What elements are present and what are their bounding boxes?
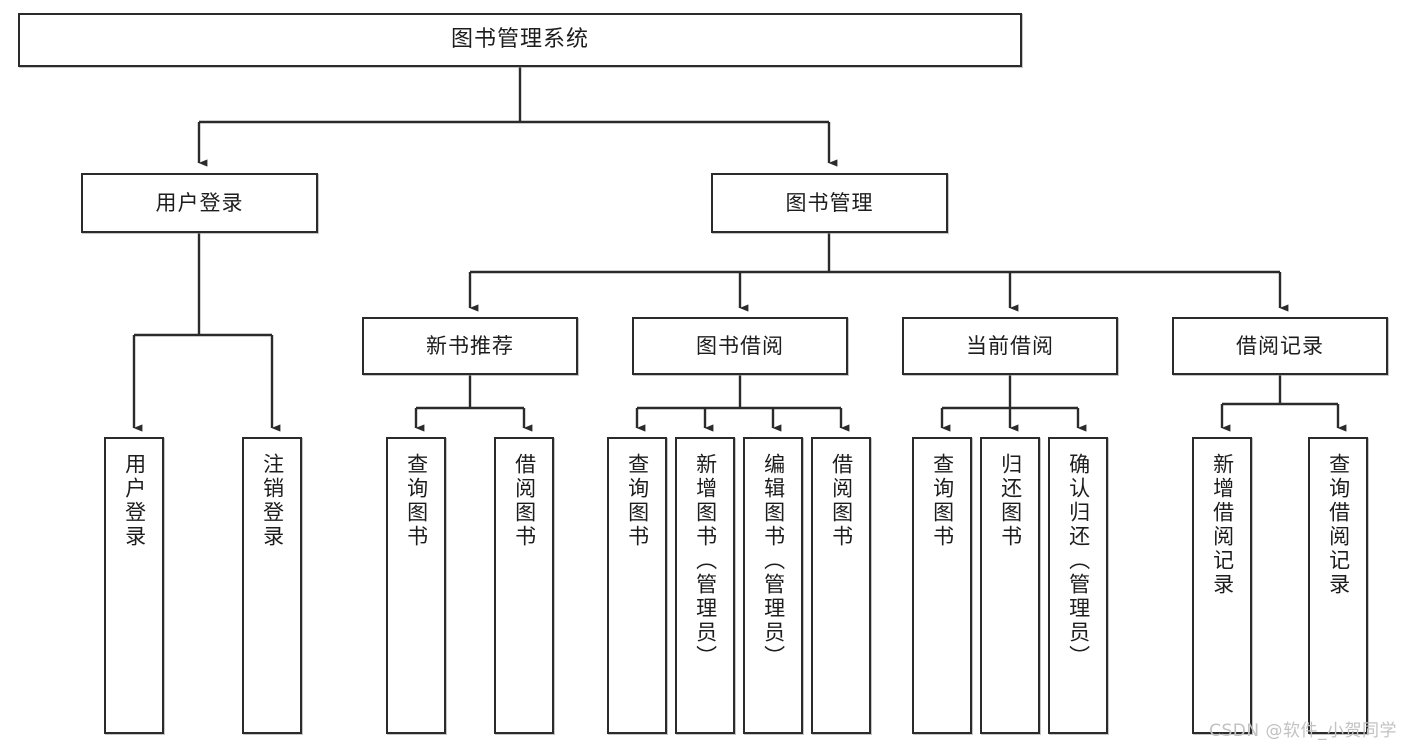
node-book-management[interactable]: 图书管理: [711, 173, 948, 233]
watermark-text: CSDN @软件_小贺同学: [1209, 721, 1397, 741]
node-label: 新增借阅记录: [1210, 453, 1235, 597]
node-borrow-record[interactable]: 借阅记录: [1172, 317, 1388, 375]
leaf-borrow-record-add-record[interactable]: 新增借阅记录: [1192, 437, 1252, 734]
node-label: 查询图书: [404, 453, 429, 549]
leaf-current-borrow-query-book[interactable]: 查询图书: [912, 437, 972, 734]
leaf-book-borrow-borrow-book[interactable]: 借阅图书: [811, 437, 871, 734]
node-label: 用户登录: [122, 453, 147, 549]
leaf-book-borrow-add-book-admin[interactable]: 新增图书（管理员）: [675, 437, 735, 734]
node-book-borrow[interactable]: 图书借阅: [632, 317, 848, 375]
leaf-current-borrow-confirm-return-admin[interactable]: 确认归还（管理员）: [1048, 437, 1108, 734]
node-label: 查询图书: [930, 453, 955, 549]
node-label: 查询借阅记录: [1326, 453, 1351, 597]
node-label: 新书推荐: [426, 333, 514, 358]
node-label: 借阅图书: [512, 453, 537, 549]
node-label: 当前借阅: [966, 333, 1054, 358]
node-user-login[interactable]: 用户登录: [81, 173, 318, 233]
node-label: 用户登录: [155, 190, 244, 215]
leaf-new-book-query-book[interactable]: 查询图书: [386, 437, 446, 734]
node-label: 编辑图书（管理员）: [761, 453, 786, 669]
node-root-book-management-system[interactable]: 图书管理系统: [18, 13, 1022, 67]
node-label: 查询图书: [625, 453, 650, 549]
node-label: 注销登录: [260, 453, 285, 549]
node-label: 确认归还（管理员）: [1066, 453, 1091, 669]
node-label: 借阅记录: [1236, 333, 1324, 358]
leaf-borrow-record-query-record[interactable]: 查询借阅记录: [1308, 437, 1368, 734]
leaf-user-login-logout[interactable]: 注销登录: [242, 437, 302, 734]
leaf-new-book-borrow-book[interactable]: 借阅图书: [494, 437, 554, 734]
node-label: 图书管理系统: [450, 27, 589, 53]
node-label: 归还图书: [998, 453, 1023, 549]
node-label: 图书借阅: [696, 333, 784, 358]
node-label: 图书管理: [785, 190, 874, 215]
node-current-borrow[interactable]: 当前借阅: [902, 317, 1118, 375]
node-label: 新增图书（管理员）: [693, 453, 718, 669]
leaf-book-borrow-query-book[interactable]: 查询图书: [607, 437, 667, 734]
leaf-current-borrow-return-book[interactable]: 归还图书: [980, 437, 1040, 734]
node-new-book-recommend[interactable]: 新书推荐: [362, 317, 578, 375]
leaf-book-borrow-edit-book-admin[interactable]: 编辑图书（管理员）: [743, 437, 803, 734]
node-label: 借阅图书: [829, 453, 854, 549]
leaf-user-login-login[interactable]: 用户登录: [104, 437, 164, 734]
